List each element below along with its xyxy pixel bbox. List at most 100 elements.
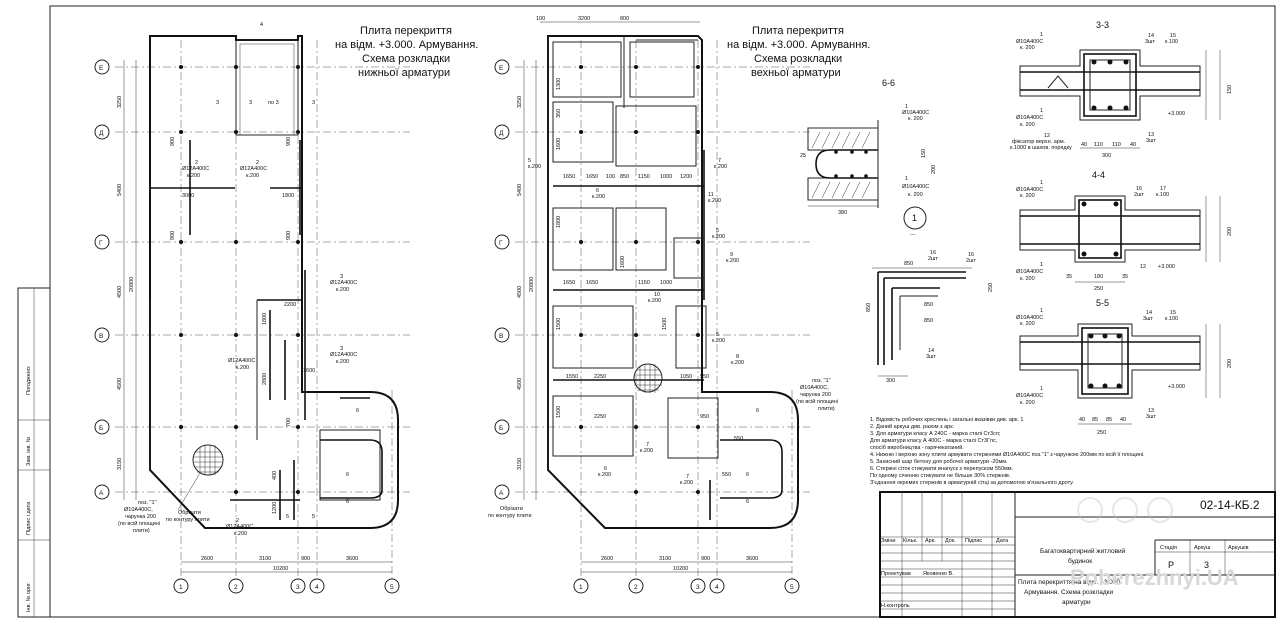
p1-dim-1200: 1200	[272, 502, 278, 514]
sec33-title: 3-3	[1096, 20, 1109, 30]
p1-mark-3c-spec: Ø12А400С	[228, 358, 255, 364]
side-inv: Інв. № ориг.	[26, 582, 32, 612]
sec33-n1b: 1	[1040, 108, 1043, 114]
sec33-lvl: +3.000	[1168, 111, 1185, 117]
p1-s6b: 6	[346, 472, 349, 478]
p1-s3a: 3	[216, 100, 219, 106]
axis-label-b: Б	[99, 425, 103, 432]
axis2-label-b: Б	[499, 425, 503, 432]
p2-dim-bot-4: 3600	[746, 556, 758, 562]
p1-mark-3b: 3	[340, 346, 343, 352]
sec33-d1: 40	[1081, 142, 1087, 148]
axis-label-e: Е	[99, 65, 104, 72]
sec55-n1b: 1	[1040, 386, 1043, 392]
sec44-p16: 16	[1136, 186, 1142, 192]
dim-left-4: 4500	[117, 378, 123, 390]
p2-dim-left-5: 3150	[517, 458, 523, 470]
tb-col-1: Зміни	[881, 538, 895, 544]
p2-dim-left-2: 5400	[517, 184, 523, 196]
plan1-title-4: нижньої арматури	[358, 67, 450, 79]
p1-dim-700: 700	[286, 418, 292, 427]
axis-4: 4	[315, 584, 319, 591]
tb-code: 02-14-КБ.2	[1200, 498, 1260, 512]
note-8: 6. Стержні сіток стикувати внапуск з пер…	[870, 466, 1014, 472]
side-sign: Підпис і дата	[26, 501, 32, 535]
note-10: З'єднання окремих стержнів в арматурній …	[870, 479, 1074, 486]
p1-dim-900d: 900	[286, 231, 292, 240]
node-1: 1 --- 850 850 850 850 300 16 2шт 16 2шт …	[866, 206, 994, 384]
p2-mark-10: 10	[654, 292, 660, 298]
p2-dim-bot-total: 10200	[673, 566, 688, 572]
dim-left-2: 5400	[117, 184, 123, 196]
sec66-k: к. 200	[908, 116, 923, 122]
sec55-p15s: к.100	[1165, 316, 1178, 322]
p2-dim-bot-1: 2600	[601, 556, 613, 562]
sec33-bar-b: Ø10А400С	[1016, 115, 1043, 121]
sec44-p16s: 2шт	[1134, 192, 1144, 198]
p1-pos1-spec: Ø10А400С,	[124, 507, 153, 513]
node1-d850a: 850	[904, 261, 913, 267]
axis-label-g: Г	[99, 240, 103, 247]
grid-intersections	[179, 65, 300, 494]
sec33-fix: фіксатор верхн. арм.	[1012, 139, 1066, 145]
sec55-p13s: 3шт	[1146, 414, 1156, 420]
sec33-fix2: к.1000 в шахов. порядку	[1010, 145, 1072, 151]
p1-mark-2b: 2	[256, 160, 259, 166]
tb-stage-h: Стадія	[1160, 545, 1177, 551]
p2-cd-27: 1600	[620, 256, 626, 268]
sec66-title: 6-6	[882, 78, 895, 88]
sec44-k-b: к. 200	[1020, 276, 1035, 282]
sec55-p15: 15	[1170, 310, 1176, 316]
sec66-bar: Ø10А400С	[902, 110, 929, 116]
dim-bot-total: 10200	[273, 566, 288, 572]
sec44-k: к. 200	[1020, 193, 1035, 199]
axis2-1: 1	[579, 584, 583, 591]
plan2-title-2: на відм. +3.000. Армування.	[727, 39, 870, 51]
p2-cd-17: 950	[700, 414, 709, 420]
sec66-k-b: к. 200	[908, 192, 923, 198]
side-zam: Зам. інв. №	[26, 437, 32, 466]
dim-bot-4: 3600	[346, 556, 358, 562]
sec44-lvl: +3.000	[1158, 264, 1175, 270]
sec66-d150: 150	[921, 149, 927, 158]
p2-cd-14: 1050	[680, 374, 692, 380]
axis-marks-left-2: Е Д Г В Б А	[494, 59, 510, 500]
p2-cd-9: 1650	[586, 280, 598, 286]
p1-pos1-k: чарунка 200	[125, 514, 156, 520]
node1-p16s: 2шт	[928, 256, 938, 262]
sec33-p15: 15	[1170, 33, 1176, 39]
p2-mark-6d: 6	[746, 472, 749, 478]
sec44-n1: 1	[1040, 180, 1043, 186]
sec66-bar-b: Ø10А400С	[902, 184, 929, 190]
p2-dim-left-3: 4500	[517, 286, 523, 298]
side-agreed: Погоджено:	[26, 365, 32, 395]
sec55-p14s: 3шт	[1143, 316, 1153, 322]
sec44-d3: 35	[1122, 274, 1128, 280]
p2-cd-6: 1000	[660, 174, 672, 180]
sec66-n1b: 1	[905, 176, 908, 182]
p2-mark-5-k: к.200	[528, 164, 541, 170]
sec55-p14: 14	[1146, 310, 1152, 316]
p2-cd-20: 1300	[556, 78, 562, 90]
p2-cd-12: 1550	[566, 374, 578, 380]
node1-p14: 14	[928, 348, 934, 354]
p2-pos1: поз. "1"	[812, 378, 831, 384]
axis-3: 3	[296, 584, 300, 591]
p1-mark-2b-spec: Ø12А400С	[240, 166, 267, 172]
sec33-k: к. 200	[1020, 45, 1035, 51]
sec44-p17: 17	[1160, 186, 1166, 192]
p1-mark-3b-k: к.200	[336, 359, 349, 365]
dim-bot-3: 900	[301, 556, 310, 562]
node1-p16bs: 2шт	[966, 258, 976, 264]
p2-pos1-n: (по всій площині	[796, 398, 838, 405]
p2-mark-8-k: к.200	[731, 360, 744, 366]
p2-mark-7b: 7	[646, 442, 649, 448]
p2-cd-16: 2250	[594, 414, 606, 420]
axis-label-d: Д	[99, 130, 104, 137]
p2-pos1-spec: Ø10А400С,	[800, 385, 829, 391]
title-block: Зміни Кільк. Арк. Док. Підпис Дата Проек…	[879, 491, 1276, 618]
sec55-bar: Ø10А400С	[1016, 315, 1043, 321]
p1-mark-2a-spec: Ø12А400С	[182, 166, 209, 172]
note-9: По одному січенню стикувати не більше 30…	[870, 473, 1011, 479]
tb-col-4: Док.	[945, 538, 956, 544]
